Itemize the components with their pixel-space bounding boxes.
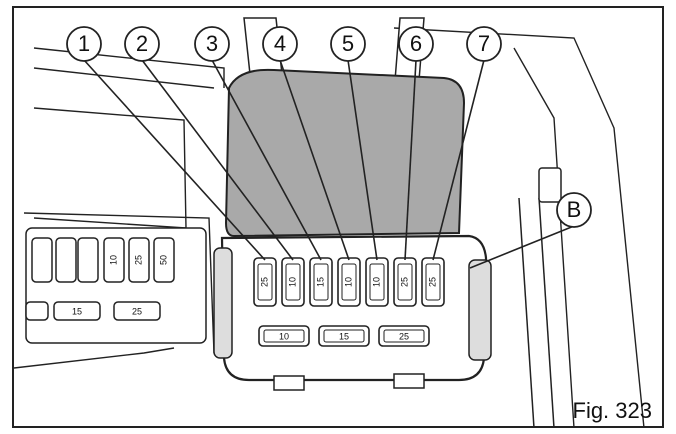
left-fuse-slot: [31, 237, 53, 283]
fuse-lower-3: 25: [378, 325, 430, 347]
leader-line-1: [83, 59, 266, 261]
callout-label: 4: [274, 31, 286, 56]
fuse-lower-2: 15: [318, 325, 370, 347]
fuse-upper-rating: 15: [315, 277, 325, 287]
fuse-lower-rating: 25: [399, 331, 409, 341]
left-fuse-top-3: 50: [153, 237, 175, 283]
callout-3: 3: [194, 26, 230, 62]
left-fuse-slot: [25, 301, 49, 321]
callout-B: B: [556, 192, 592, 228]
fuse-upper-3: 15: [309, 257, 333, 307]
callout-1: 1: [66, 26, 102, 62]
callout-group: 1 2 3 4 5 6 7B: [66, 26, 592, 228]
fuse-lower-rating: 15: [339, 331, 349, 341]
fuse-upper-rating: 25: [427, 277, 437, 287]
callout-4: 4: [262, 26, 298, 62]
fuse-upper-rating: 10: [287, 277, 297, 287]
left-fuse-panel: 10 25 50 15 25: [25, 227, 207, 344]
leader-lines: [83, 59, 575, 269]
left-fuse-bottom-2: 25: [113, 301, 161, 321]
fuse-box-body: 25 10 15 10 10 25 25 10 15 25: [213, 234, 492, 391]
left-fuse-top-2: 25: [128, 237, 150, 283]
fuse-upper-rating: 10: [371, 277, 381, 287]
fuse-upper-1: 25: [253, 257, 277, 307]
callout-label: 2: [136, 31, 148, 56]
left-fuse-bottom-1: 15: [53, 301, 101, 321]
callout-label: B: [567, 197, 582, 222]
leader-line-6: [404, 59, 417, 261]
fuse-lower-1: 10: [258, 325, 310, 347]
fuse-upper-5: 10: [365, 257, 389, 307]
callout-label: 7: [478, 31, 490, 56]
left-fuse-top-rating: 25: [133, 255, 143, 265]
leader-line-4: [279, 59, 350, 261]
leader-line-2: [141, 59, 294, 261]
leader-line-B: [469, 225, 575, 269]
cable: [518, 167, 562, 426]
fuse-upper-6: 25: [393, 257, 417, 307]
callout-label: 3: [206, 31, 218, 56]
leader-line-7: [432, 59, 485, 261]
callout-label: 6: [410, 31, 422, 56]
callout-label: 1: [78, 31, 90, 56]
fuse-upper-rating: 25: [259, 277, 269, 287]
left-fuse-bottom-rating: 25: [132, 306, 142, 316]
leader-line-5: [347, 59, 378, 261]
left-fuse-top-rating: 50: [158, 255, 168, 265]
left-fuse-top-1: 10: [103, 237, 125, 283]
callout-label: 5: [342, 31, 354, 56]
fuse-upper-2: 10: [281, 257, 305, 307]
fuse-lower-rating: 10: [279, 331, 289, 341]
fuse-upper-rating: 25: [399, 277, 409, 287]
fuse-upper-4: 10: [337, 257, 361, 307]
callout-7: 7: [466, 26, 502, 62]
left-fuse-slot: [77, 237, 99, 283]
left-fuse-top-rating: 10: [108, 255, 118, 265]
left-fuse-bottom-rating: 15: [72, 306, 82, 316]
fuse-upper-rating: 10: [343, 277, 353, 287]
figure-caption: Fig. 323: [572, 398, 653, 423]
leader-line-3: [211, 59, 322, 261]
left-fuse-slot: [55, 237, 77, 283]
fuse-upper-7: 25: [421, 257, 445, 307]
callout-6: 6: [398, 26, 434, 62]
callout-5: 5: [330, 26, 366, 62]
callout-2: 2: [124, 26, 160, 62]
fuse-box-lid: [224, 68, 466, 238]
